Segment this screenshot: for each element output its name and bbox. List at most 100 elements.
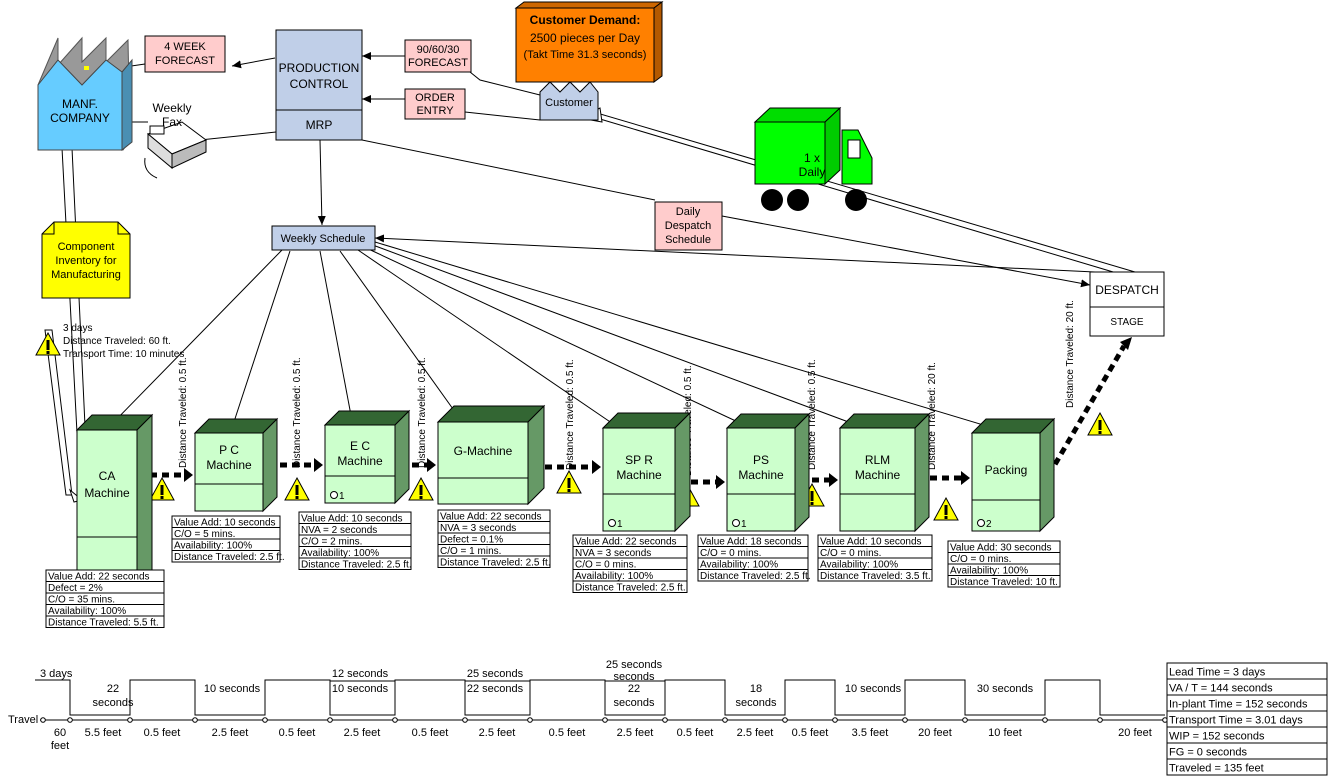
data-cell-text: Availability: 100% xyxy=(174,541,252,552)
information-flow xyxy=(107,52,1096,438)
data-cell-text: Defect = 0.1% xyxy=(440,535,503,546)
travel-distance: 20 feet xyxy=(918,727,952,739)
data-cell-text: Distance Traveled: 10 ft. xyxy=(950,577,1058,588)
svg-text:Distance Traveled: 60 ft.: Distance Traveled: 60 ft. xyxy=(63,336,171,347)
timeline-lower-label: 10 seconds xyxy=(332,683,389,695)
inventory-triangle-icon xyxy=(1087,411,1113,436)
timeline-lower-label-cont: seconds xyxy=(614,697,655,709)
process-front xyxy=(437,421,529,505)
process-side xyxy=(136,413,153,587)
data-cell xyxy=(298,557,412,570)
data-cell-text: Availability: 100% xyxy=(575,571,653,582)
travel-distance: 2.5 feet xyxy=(212,727,249,739)
operator-icon xyxy=(608,519,616,527)
svg-text:(Takt Time 31.3 seconds): (Takt Time 31.3 seconds) xyxy=(524,49,647,61)
distance-label: Distance Traveled: 0.5 ft. xyxy=(178,357,189,468)
summary-row xyxy=(1166,758,1328,776)
travel-distance: 0.5 feet xyxy=(792,727,829,739)
summary-text: Transport Time = 3.01 days xyxy=(1169,715,1303,727)
forecast-90-60-30: 90/60/30 FORECAST xyxy=(404,39,472,73)
travel-distance: 0.5 feet xyxy=(144,727,181,739)
svg-text:Transport Time: 10 minutes: Transport Time: 10 minutes xyxy=(63,349,184,360)
data-cell xyxy=(817,569,933,582)
process-side xyxy=(1039,417,1055,533)
travel-node xyxy=(462,717,468,723)
travel-node xyxy=(962,717,968,723)
travel-node xyxy=(722,717,728,723)
process-name: P C xyxy=(219,443,239,457)
timeline-upper-label: 3 days xyxy=(40,668,73,680)
distance-label: Distance Traveled: 20 ft. xyxy=(1065,300,1076,408)
svg-text:90/60/30: 90/60/30 xyxy=(417,44,460,56)
process-name: PS xyxy=(753,453,769,467)
data-cell xyxy=(947,575,1061,588)
data-cell-text: C/O = 0 mins. xyxy=(575,560,636,571)
travel-node xyxy=(527,717,533,723)
data-cell-text: Availability: 100% xyxy=(48,606,126,617)
travel-node xyxy=(1042,717,1048,723)
distance-label: Distance Traveled: 0.5 ft. xyxy=(565,359,576,470)
push-arrow-head xyxy=(427,458,436,472)
process-box: G-Machine xyxy=(436,404,546,506)
process-name-2: Machine xyxy=(206,458,252,472)
timeline-upper-label-cont: seconds xyxy=(614,671,655,683)
summary-text: VA / T = 144 seconds xyxy=(1169,683,1273,695)
delivery-truck: 1 x Daily xyxy=(753,106,873,211)
travel-node xyxy=(782,717,788,723)
travel-distance: 10 feet xyxy=(988,727,1022,739)
svg-text:DESPATCH: DESPATCH xyxy=(1095,283,1159,297)
daily-despatch-schedule: Daily Despatch Schedule xyxy=(654,201,723,251)
inventory-note: 3 days Distance Traveled: 60 ft. Transpo… xyxy=(63,323,184,360)
manf-company-factory: MANF. COMPANY xyxy=(37,36,133,152)
data-cell-text: NVA = 3 seconds xyxy=(575,548,651,559)
timeline-lower-label: 22 xyxy=(107,683,119,695)
travel-node xyxy=(902,717,908,723)
data-cell-text: C/O = 2 mins. xyxy=(301,537,362,548)
push-arrow xyxy=(1040,344,1127,487)
weekly-schedule: Weekly Schedule xyxy=(271,225,376,251)
process-name: E C xyxy=(350,439,370,453)
process-front xyxy=(726,427,796,532)
svg-text:STAGE: STAGE xyxy=(1110,317,1143,328)
inventory-triangle-icon xyxy=(408,476,434,501)
svg-text:4 WEEK: 4 WEEK xyxy=(164,41,206,53)
data-cell-text: C/O = 1 mins. xyxy=(440,546,501,557)
data-cell-text: Availability: 100% xyxy=(820,560,898,571)
data-cell-text: Distance Traveled: 2.5 ft. xyxy=(174,552,285,563)
data-cell-text: Availability: 100% xyxy=(950,566,1028,577)
data-cell xyxy=(45,615,165,628)
mrp-label: MRP xyxy=(306,118,333,132)
timeline-ladder xyxy=(35,679,1165,716)
process-front xyxy=(194,432,264,512)
data-cell-text: NVA = 2 seconds xyxy=(301,525,377,536)
travel-node xyxy=(67,717,73,723)
data-cell-text: C/O = 35 mins. xyxy=(48,595,115,606)
svg-text:2500 pieces per Day: 2500 pieces per Day xyxy=(530,31,640,45)
process-side xyxy=(674,411,691,533)
data-cell xyxy=(437,555,551,568)
process-top xyxy=(436,405,546,423)
svg-text:Component: Component xyxy=(58,241,115,253)
process-top xyxy=(838,413,931,429)
data-cell-text: Distance Traveled: 2.5 ft. xyxy=(700,571,811,582)
process-side xyxy=(262,417,278,513)
data-cell xyxy=(572,580,688,593)
data-cell xyxy=(171,550,281,563)
data-cell-text: Distance Traveled: 5.5 ft. xyxy=(48,618,159,629)
data-cell-text: Value Add: 22 seconds xyxy=(440,512,542,523)
inventory-triangle-icon xyxy=(149,476,175,501)
process-side xyxy=(527,404,545,506)
push-arrows xyxy=(150,337,1132,489)
svg-text:3 days: 3 days xyxy=(63,323,92,334)
push-arrow-head xyxy=(829,473,838,487)
travel-node xyxy=(392,717,398,723)
data-cell-text: Availability: 100% xyxy=(700,560,778,571)
travel-node xyxy=(327,717,333,723)
data-cell-text: C/O = 0 mins. xyxy=(700,548,761,559)
order-entry: ORDER ENTRY xyxy=(404,88,466,120)
